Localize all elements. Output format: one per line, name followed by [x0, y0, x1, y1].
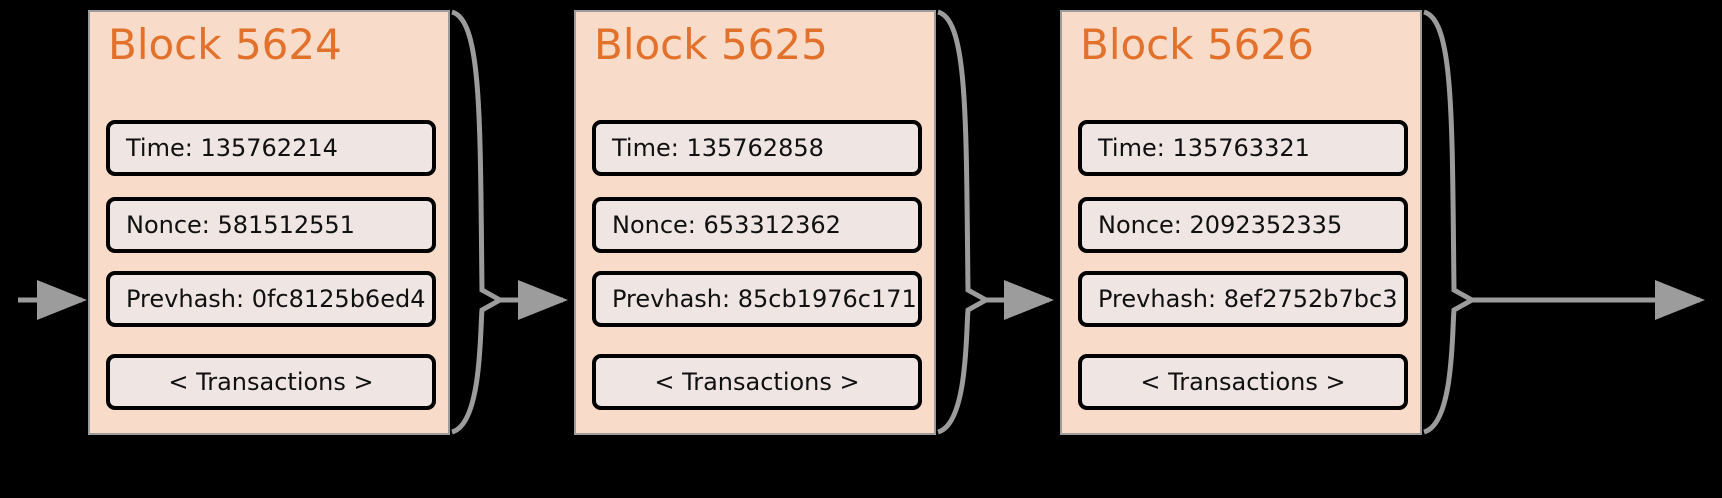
- connector-3-top: [1423, 9, 1474, 303]
- block-prevhash-field: Prevhash: 0fc8125b6ed4: [106, 271, 436, 327]
- block-transactions-field[interactable]: < Transactions >: [1078, 354, 1408, 410]
- block-transactions-field[interactable]: < Transactions >: [592, 354, 922, 410]
- block-nonce-field: Nonce: 653312362: [592, 197, 922, 253]
- block-transactions-field[interactable]: < Transactions >: [106, 354, 436, 410]
- block-prevhash-field: Prevhash: 8ef2752b7bc3: [1078, 271, 1408, 327]
- block-time-field: Time: 135762214: [106, 120, 436, 176]
- connector-2-bottom: [936, 297, 988, 435]
- connector-1-top: [451, 9, 502, 303]
- block-card-0[interactable]: Block 5624 Time: 135762214 Nonce: 581512…: [88, 10, 450, 435]
- block-card-1[interactable]: Block 5625 Time: 135762858 Nonce: 653312…: [574, 10, 936, 435]
- block-title: Block 5624: [108, 20, 342, 69]
- block-card-2[interactable]: Block 5626 Time: 135763321 Nonce: 209235…: [1060, 10, 1422, 435]
- block-title: Block 5626: [1080, 20, 1314, 69]
- block-title: Block 5625: [594, 20, 828, 69]
- block-nonce-field: Nonce: 2092352335: [1078, 197, 1408, 253]
- block-nonce-field: Nonce: 581512551: [106, 197, 436, 253]
- block-time-field: Time: 135762858: [592, 120, 922, 176]
- block-time-field: Time: 135763321: [1078, 120, 1408, 176]
- block-prevhash-field: Prevhash: 85cb1976c171: [592, 271, 922, 327]
- connector-3-bottom: [1422, 297, 1474, 435]
- connector-2-top: [937, 9, 988, 303]
- connector-1-bottom: [450, 297, 502, 435]
